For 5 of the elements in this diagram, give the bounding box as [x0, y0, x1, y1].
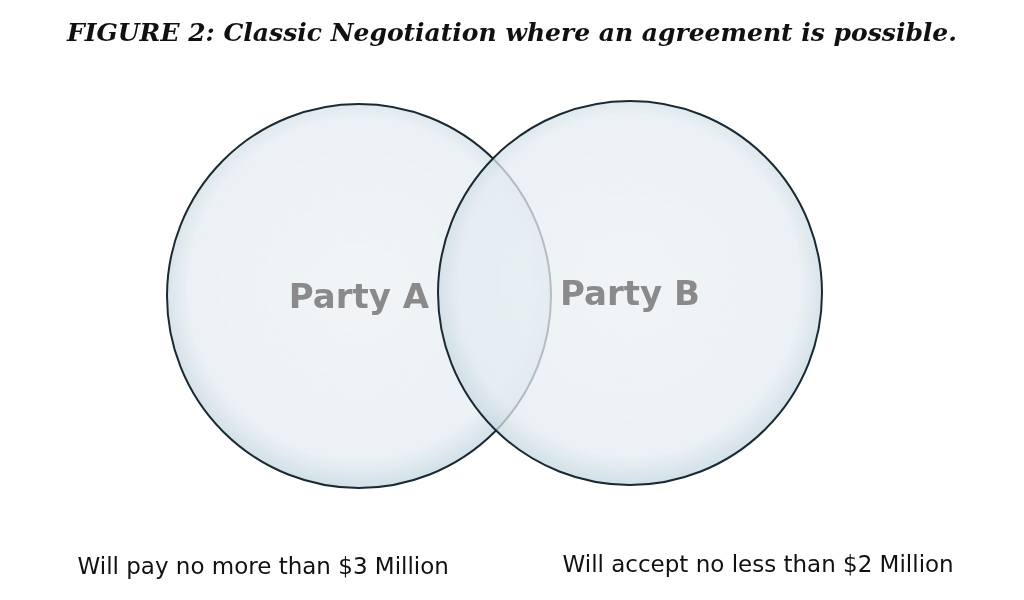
circle-label: Party B	[560, 273, 700, 313]
caption: Will pay no more than $3 Million	[77, 553, 449, 579]
figure-title: FIGURE 2: Classic Negotiation where an agreement is possible.	[65, 18, 958, 47]
circle-label: Party A	[288, 276, 430, 316]
caption: Will accept no less than $2 Million	[562, 551, 954, 577]
